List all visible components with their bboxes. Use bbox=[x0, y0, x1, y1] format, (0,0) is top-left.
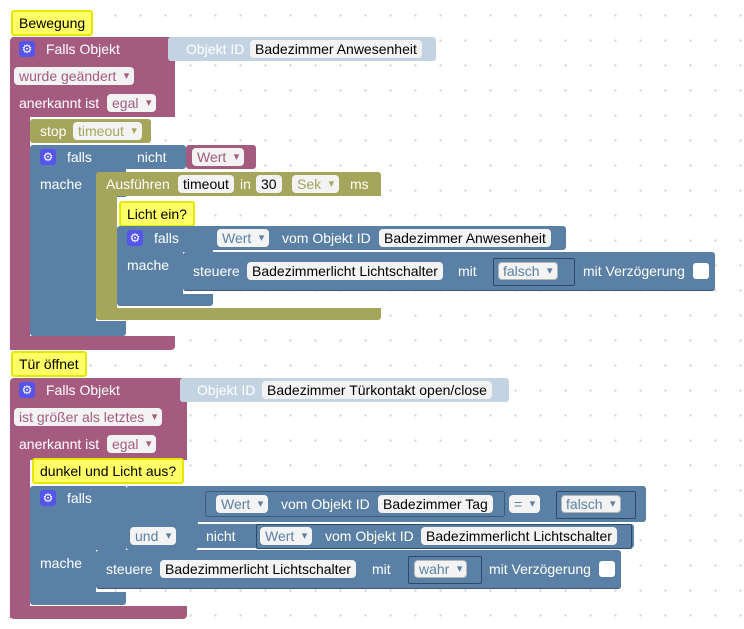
comment-tuer-oeffnet[interactable]: Tür öffnet bbox=[11, 351, 87, 377]
mache-label: mache bbox=[40, 176, 83, 192]
wert-dropdown[interactable]: Wert bbox=[260, 527, 313, 545]
vom-objekt-id-label: vom Objekt ID bbox=[281, 496, 370, 512]
if-block-spine bbox=[30, 550, 96, 592]
wert-dropdown[interactable]: Wert bbox=[192, 148, 245, 166]
mit-verzoegerung-label: mit Verzögerung bbox=[583, 263, 685, 279]
gear-icon[interactable]: ⚙ bbox=[40, 149, 56, 165]
gear-icon[interactable]: ⚙ bbox=[40, 490, 56, 506]
stop-label: stop bbox=[40, 123, 67, 139]
value-dropdown[interactable]: wahr bbox=[414, 560, 468, 578]
if-block-spine bbox=[30, 197, 96, 321]
mit-label: mit bbox=[458, 263, 477, 279]
in-label: in bbox=[240, 176, 251, 192]
not-socket bbox=[256, 524, 632, 549]
object-id-value[interactable]: Badezimmer Anwesenheit bbox=[250, 40, 422, 58]
gear-icon[interactable]: ⚙ bbox=[19, 41, 35, 57]
falls-objekt-label: Falls Objekt bbox=[46, 41, 120, 57]
gear-icon[interactable]: ⚙ bbox=[19, 382, 35, 398]
not-block[interactable] bbox=[120, 145, 186, 169]
mit-label: mit bbox=[372, 561, 391, 577]
falls-label: falls bbox=[67, 490, 92, 506]
ausfuehren-label: Ausführen bbox=[106, 176, 170, 192]
event-block-spine bbox=[10, 117, 30, 350]
timeout-block-footer bbox=[96, 308, 381, 320]
if-block-footer bbox=[30, 321, 126, 336]
inner-mache-label: mache bbox=[127, 257, 170, 273]
nicht-label: nicht bbox=[137, 149, 167, 165]
steuere-target-field[interactable]: Badezimmerlicht Lichtschalter bbox=[160, 560, 356, 578]
value-socket bbox=[556, 491, 636, 519]
comment-dunkel[interactable]: dunkel und Licht aus? bbox=[32, 458, 185, 484]
falls-label: falls bbox=[67, 149, 92, 165]
objekt-id-field[interactable]: Badezimmer Anwesenheit bbox=[379, 229, 551, 247]
und-dropdown[interactable]: und bbox=[130, 527, 177, 545]
operator-dropdown[interactable]: = bbox=[509, 495, 541, 513]
comment-bewegung[interactable]: Bewegung bbox=[11, 10, 94, 36]
delay-field[interactable]: 30 bbox=[256, 175, 282, 193]
gear-icon[interactable]: ⚙ bbox=[127, 230, 143, 246]
value-socket bbox=[493, 258, 575, 286]
nicht-label: nicht bbox=[206, 528, 236, 544]
object-id-value[interactable]: Badezimmer Türkontakt open/close bbox=[262, 381, 492, 399]
vom-objekt-id-label: vom Objekt ID bbox=[282, 230, 371, 246]
inner-falls-label: falls bbox=[154, 230, 179, 246]
steuere-label: steuere bbox=[193, 263, 240, 279]
event-block-spine bbox=[10, 460, 30, 618]
value-socket bbox=[408, 556, 482, 584]
objekt-id-field[interactable]: Badezimmer Tag bbox=[378, 495, 493, 513]
anerkannt-label: anerkannt ist bbox=[19, 95, 100, 111]
stop-timeout-dropdown[interactable]: timeout bbox=[73, 122, 142, 140]
anerkannt-dropdown[interactable]: egal bbox=[107, 435, 157, 453]
timeout-block-spine bbox=[96, 196, 117, 308]
inner-if-block-spine bbox=[117, 252, 183, 294]
value-dropdown[interactable]: falsch bbox=[498, 262, 558, 280]
event-block-footer bbox=[10, 606, 187, 619]
timeout-name-field[interactable]: timeout bbox=[178, 175, 234, 193]
inner-if-block-footer bbox=[117, 294, 213, 306]
anerkannt-dropdown[interactable]: egal bbox=[107, 94, 157, 112]
verzoegerung-checkbox[interactable] bbox=[599, 561, 615, 577]
ms-label: ms bbox=[350, 176, 369, 192]
trigger-dropdown[interactable]: wurde geändert bbox=[14, 67, 135, 85]
anerkannt-label: anerkannt ist bbox=[19, 436, 100, 452]
falls-objekt-label: Falls Objekt bbox=[46, 382, 120, 398]
comment-licht-ein[interactable]: Licht ein? bbox=[119, 201, 195, 227]
objekt-id-field[interactable]: Badezimmerlicht Lichtschalter bbox=[421, 527, 617, 545]
trigger-dropdown[interactable]: ist größer als letztes bbox=[14, 408, 163, 426]
if-block-footer bbox=[30, 592, 126, 605]
mit-verzoegerung-label: mit Verzögerung bbox=[489, 561, 591, 577]
object-id-label: Objekt ID bbox=[186, 41, 245, 57]
event-block-footer bbox=[10, 336, 175, 350]
wert-dropdown[interactable]: Wert bbox=[216, 495, 269, 513]
wert-dropdown[interactable]: Wert bbox=[217, 229, 270, 247]
verzoegerung-checkbox[interactable] bbox=[693, 263, 709, 279]
unit-dropdown[interactable]: Sek bbox=[292, 175, 340, 193]
object-id-label: Objekt ID bbox=[197, 382, 256, 398]
mache-label: mache bbox=[40, 555, 83, 571]
vom-objekt-id-label: vom Objekt ID bbox=[325, 528, 414, 544]
cmp-value-dropdown[interactable]: falsch bbox=[561, 495, 621, 513]
steuere-target-field[interactable]: Badezimmerlicht Lichtschalter bbox=[247, 262, 443, 280]
steuere-label: steuere bbox=[106, 561, 153, 577]
